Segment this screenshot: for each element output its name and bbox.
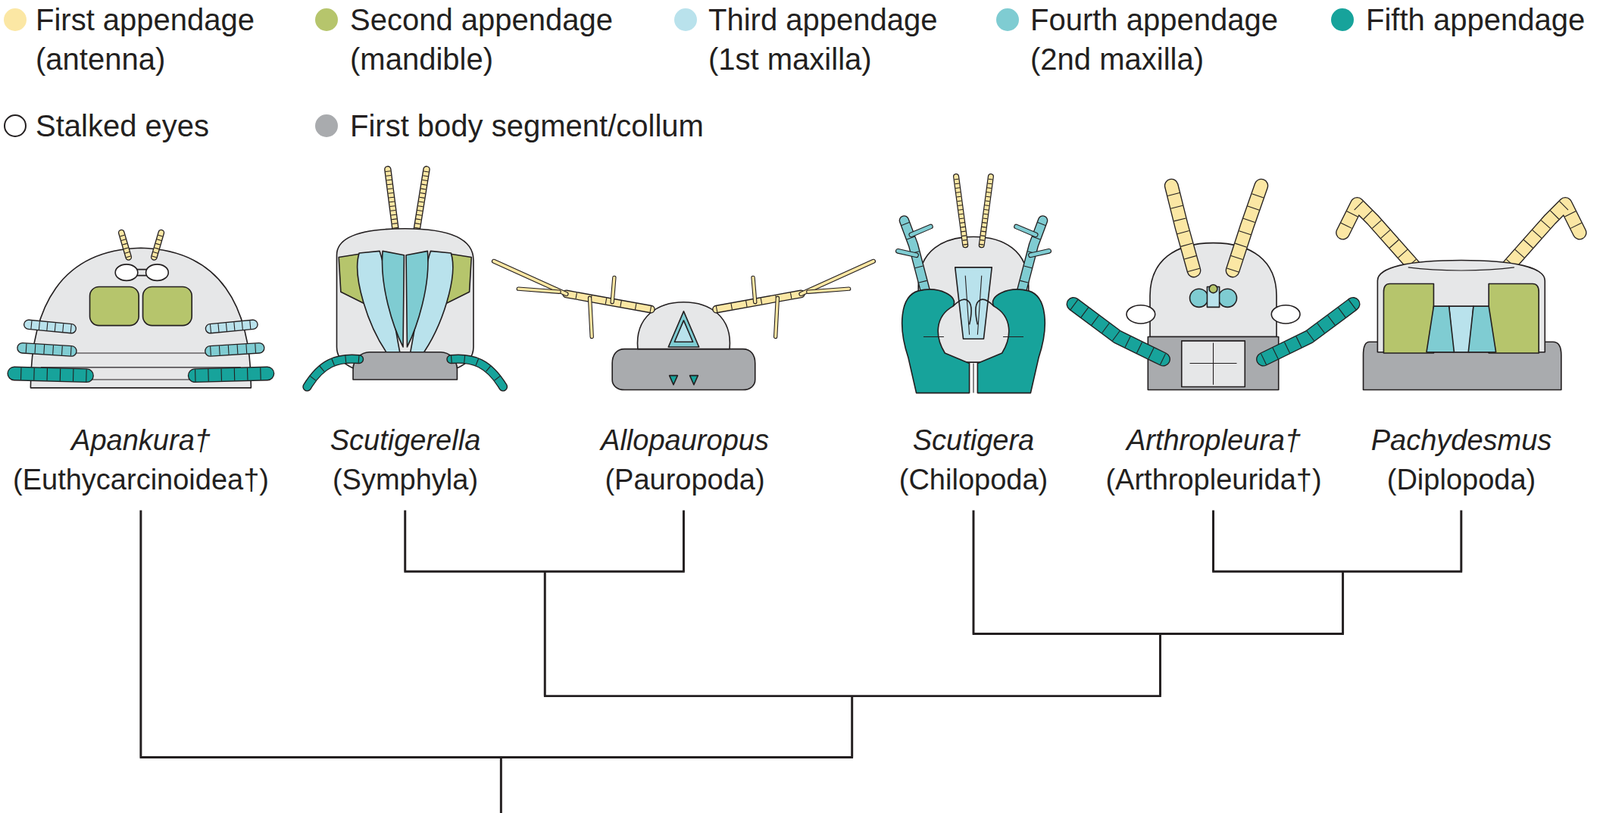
allopauropus-head xyxy=(493,261,874,391)
apankura-head xyxy=(14,232,268,388)
group-name: (Chilopoda) xyxy=(899,461,1048,498)
scutigera-head xyxy=(897,176,1049,394)
taxon-name: Scutigerella xyxy=(330,421,482,459)
taxon-name: Allopauropus xyxy=(600,421,769,459)
legend-swatch xyxy=(996,8,1019,32)
taxon-name: Arthropleura† xyxy=(1126,421,1301,459)
legend-swatch xyxy=(315,8,338,32)
taxon-name: Apankura† xyxy=(71,421,211,459)
group-name: (Pauropoda) xyxy=(604,461,765,498)
group-name: (Euthycarcinoidea†) xyxy=(12,461,269,498)
legend-swatch xyxy=(315,114,338,138)
group-name: (Diplopoda) xyxy=(1387,461,1536,498)
legend-swatch xyxy=(3,8,27,32)
legend-text: Second appendage (mandible) xyxy=(350,0,627,79)
legend-swatch xyxy=(1331,8,1354,32)
group-name: (Symphyla) xyxy=(332,461,479,498)
legend-text: First appendage (antenna) xyxy=(35,0,267,79)
legend-swatch xyxy=(3,114,27,138)
cladogram xyxy=(140,509,1463,813)
pachydesmus-head xyxy=(1343,203,1580,390)
legend-text: First body segment/collum xyxy=(350,106,704,146)
group-name: (Arthropleurida†) xyxy=(1105,461,1322,498)
arthropleura-head xyxy=(1073,185,1354,390)
legend-text: Fourth appendage (2nd maxilla) xyxy=(1030,0,1292,79)
legend-text: Third appendage (1st maxilla) xyxy=(708,0,951,79)
taxon-name: Pachydesmus xyxy=(1371,421,1553,459)
legend-swatch xyxy=(674,8,697,32)
legend-text: Stalked eyes xyxy=(35,106,210,146)
scutigerella-head xyxy=(306,169,504,388)
legend-text: Fifth appendage xyxy=(1365,0,1585,40)
taxon-name: Scutigera xyxy=(912,421,1035,459)
